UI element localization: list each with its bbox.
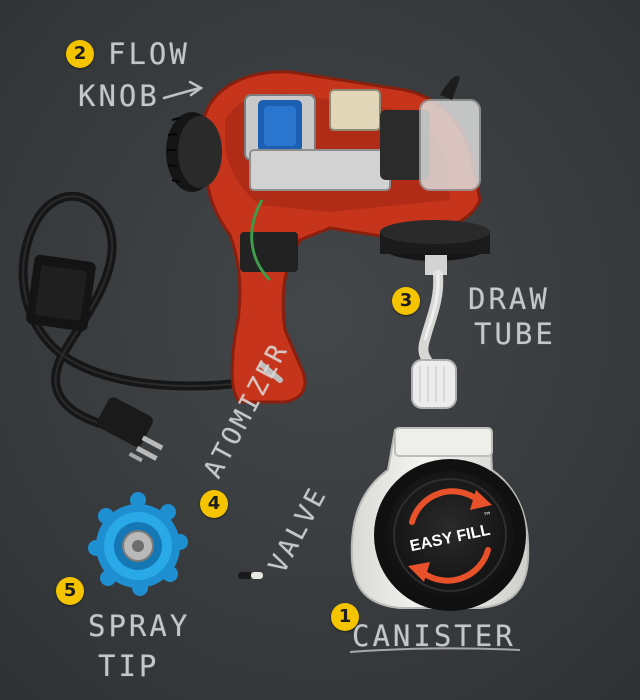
flow-knob <box>166 112 222 192</box>
label-canister: CANISTER <box>352 619 516 653</box>
lid-trademark: ™ <box>482 511 493 523</box>
power-cord <box>18 191 270 430</box>
atomizer-valve <box>238 572 263 579</box>
badge-flow-knob: 2 <box>66 40 94 68</box>
label-flow: FLOW <box>108 37 190 71</box>
canister: EASY FILL ™ <box>350 427 530 611</box>
label-spray: SPRAY <box>88 609 191 643</box>
label-tube: TUBE <box>474 317 556 351</box>
pump-block <box>249 149 391 191</box>
spray-tip <box>88 492 188 596</box>
cord-ferrite-tag <box>26 254 96 332</box>
label-knob: KNOB <box>78 79 160 113</box>
lid-rotate-arrows <box>409 488 491 584</box>
trigger-switch <box>240 232 298 272</box>
spray-gun <box>203 70 482 404</box>
label-draw: DRAW <box>468 282 550 316</box>
badge-spray-tip: 5 <box>56 577 84 605</box>
badge-canister: 1 <box>331 603 359 631</box>
draw-tube <box>411 270 457 409</box>
plug <box>97 397 164 463</box>
label-tip: TIP <box>98 649 160 683</box>
tube-strainer <box>411 359 457 409</box>
badge-atomizer-valve: 4 <box>200 490 228 518</box>
canister-collar <box>380 220 490 275</box>
chalk-arrow <box>162 80 204 100</box>
pump-housing <box>419 99 481 191</box>
badge-draw-tube: 3 <box>392 287 420 315</box>
